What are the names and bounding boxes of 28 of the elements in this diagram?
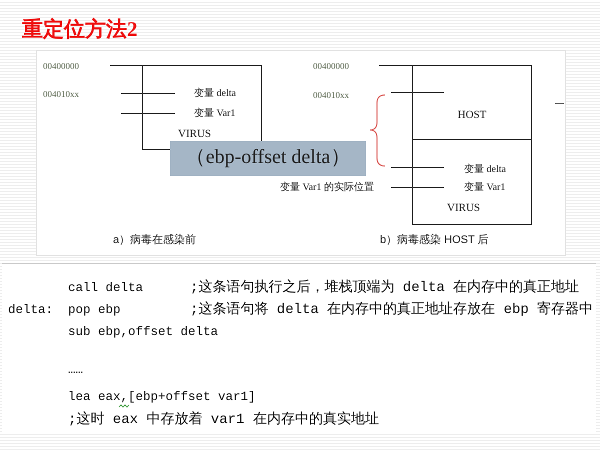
slide-title: 重定位方法2: [22, 17, 138, 42]
offset-expression: （ebp-offset delta）: [186, 145, 350, 169]
address-label: 004010xx: [43, 88, 79, 100]
figure-caption: a）病毒在感染前: [113, 234, 196, 248]
variable-label: 变量 delta: [194, 88, 236, 100]
variable-label: 变量 Var1: [194, 108, 236, 120]
memory-segment: [412, 139, 532, 225]
code-line: lea eax,[ebp+offset var1]: [68, 390, 256, 404]
address-label: 00400000: [313, 60, 349, 72]
memory-segment: [412, 65, 532, 140]
segment-label: HOST: [458, 109, 486, 122]
segment-label: VIRUS: [178, 128, 212, 142]
figure-caption: b）病毒感染 HOST 后: [380, 234, 489, 248]
segment-label: VIRUS: [447, 202, 480, 216]
ellipsis: ……: [68, 362, 84, 378]
code-line: pop ebp: [68, 302, 121, 318]
code-comment: ;这条语句执行之后，堆栈顶端为 delta 在内存中的真正地址: [190, 280, 580, 296]
address-label: 004010xx: [313, 90, 349, 100]
label-box: [170, 141, 366, 176]
code-comment: ;这时 eax 中存放着 var1 在内存中的真实地址: [68, 412, 379, 428]
variable-label: 变量 Var1: [464, 182, 506, 194]
variable-label: 变量 delta: [464, 164, 506, 176]
code-line: sub ebp,offset delta: [68, 324, 218, 340]
code-line: call delta: [68, 280, 144, 296]
code-comment: ;这条语句将 delta 在内存中的真正地址存放在 ebp 寄存器中: [190, 302, 594, 318]
position-label: 变量 Var1 的实际位置: [280, 182, 374, 194]
code-label: delta:: [8, 302, 54, 318]
address-label: 00400000: [43, 60, 79, 72]
